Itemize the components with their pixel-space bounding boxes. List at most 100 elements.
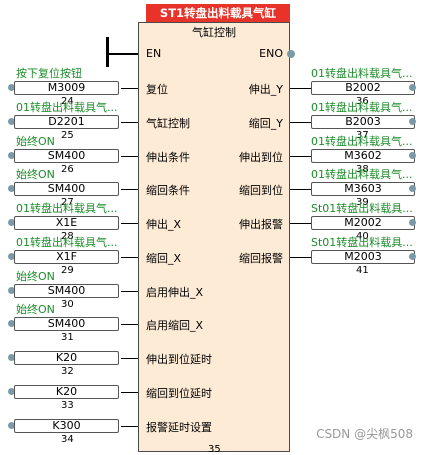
output-connector[interactable] xyxy=(409,84,416,91)
en-wire xyxy=(108,53,138,55)
input-pin-label: 缩回到位延时 xyxy=(146,387,212,400)
input-wire xyxy=(121,392,138,393)
input-index-number: 27 xyxy=(61,197,74,208)
output-connector[interactable] xyxy=(409,253,416,260)
input-value-box[interactable]: X1E xyxy=(14,216,119,230)
input-wire xyxy=(121,358,138,359)
eno-pin-label: ENO xyxy=(259,47,283,60)
watermark: CSDN @尖枫508 xyxy=(316,427,413,441)
input-index-number: 25 xyxy=(61,130,74,141)
input-wire xyxy=(121,257,138,258)
output-value-box[interactable]: M3602 xyxy=(311,149,415,163)
block-title: ST1转盘出料载具气缸 xyxy=(146,4,290,22)
output-index-number: 39 xyxy=(356,197,369,208)
output-connector[interactable] xyxy=(409,185,416,192)
input-connector[interactable] xyxy=(8,84,15,91)
input-wire xyxy=(121,324,138,325)
output-value-box[interactable]: B2003 xyxy=(311,115,415,129)
input-comment: 始终ON xyxy=(16,168,55,181)
input-pin-label: 伸出条件 xyxy=(146,151,190,164)
en-pin-label: EN xyxy=(146,47,162,60)
input-connector[interactable] xyxy=(8,185,15,192)
input-pin-label: 缩回条件 xyxy=(146,184,190,197)
input-value-box[interactable]: SM400 xyxy=(14,284,119,298)
output-comment: 01转盘出料载具气... xyxy=(311,101,413,114)
output-index-number: 40 xyxy=(356,231,369,242)
output-comment: 01转盘出料载具气... xyxy=(311,168,413,181)
input-pin-label: 气缸控制 xyxy=(146,117,190,130)
input-comment: 始终ON xyxy=(16,303,55,316)
input-connector[interactable] xyxy=(8,287,15,294)
input-pin-label: 缩回_X xyxy=(146,252,182,265)
input-index-number: 33 xyxy=(61,400,74,411)
output-index-number: 38 xyxy=(356,164,369,175)
output-wire xyxy=(290,223,312,224)
input-value-box[interactable]: SM400 xyxy=(14,317,119,331)
input-value-box[interactable]: D2201 xyxy=(14,115,119,129)
eno-connector[interactable] xyxy=(287,50,295,58)
input-value-box[interactable]: X1F xyxy=(14,250,119,264)
input-value-box[interactable]: SM400 xyxy=(14,182,119,196)
input-connector[interactable] xyxy=(8,320,15,327)
output-index-number: 41 xyxy=(356,265,369,276)
output-comment: 01转盘出料载具气... xyxy=(311,135,413,148)
input-wire xyxy=(121,223,138,224)
input-pin-label: 报警延时设置 xyxy=(146,421,212,434)
input-wire xyxy=(121,122,138,123)
input-comment: 始终ON xyxy=(16,135,55,148)
input-wire xyxy=(121,426,138,427)
input-connector[interactable] xyxy=(8,253,15,260)
input-wire xyxy=(121,156,138,157)
input-value-box[interactable]: M3009 xyxy=(14,81,119,95)
input-index-number: 26 xyxy=(61,164,74,175)
output-connector[interactable] xyxy=(409,118,416,125)
input-value-box[interactable]: SM400 xyxy=(14,149,119,163)
output-pin-label: 缩回报警 xyxy=(239,252,283,265)
input-comment: 01转盘出料载具气... xyxy=(16,101,118,114)
output-wire xyxy=(290,257,312,258)
input-pin-label: 伸出到位延时 xyxy=(146,353,212,366)
input-index-number: 31 xyxy=(61,332,74,343)
input-pin-label: 启用缩回_X xyxy=(146,319,204,332)
output-wire xyxy=(290,156,312,157)
input-index-number: 29 xyxy=(61,265,74,276)
input-connector[interactable] xyxy=(8,219,15,226)
input-index-number: 30 xyxy=(61,299,74,310)
input-comment: 01转盘出料载具气... xyxy=(16,236,118,249)
input-connector[interactable] xyxy=(8,152,15,159)
output-value-box[interactable]: M2003 xyxy=(311,250,415,264)
input-comment: 始终ON xyxy=(16,270,55,283)
function-block[interactable] xyxy=(138,22,290,452)
input-value-box[interactable]: K300 xyxy=(14,419,119,433)
input-value-box[interactable]: K20 xyxy=(14,385,119,399)
input-comment: 01转盘出料载具气... xyxy=(16,202,118,215)
output-pin-label: 缩回到位 xyxy=(239,184,283,197)
input-pin-label: 启用伸出_X xyxy=(146,286,204,299)
input-value-box[interactable]: K20 xyxy=(14,351,119,365)
input-index-number: 28 xyxy=(61,231,74,242)
input-comment: 按下复位按钮 xyxy=(16,67,82,80)
power-rail xyxy=(106,37,109,67)
output-index-number: 36 xyxy=(356,96,369,107)
output-comment: 01转盘出料载具气... xyxy=(311,67,413,80)
output-wire xyxy=(290,189,312,190)
output-connector[interactable] xyxy=(409,152,416,159)
input-pin-label: 复位 xyxy=(146,83,168,96)
output-value-box[interactable]: B2002 xyxy=(311,81,415,95)
output-pin-label: 缩回_Y xyxy=(248,117,283,130)
input-connector[interactable] xyxy=(8,422,15,429)
output-index-number: 37 xyxy=(356,130,369,141)
output-pin-label: 伸出报警 xyxy=(239,218,283,231)
input-connector[interactable] xyxy=(8,388,15,395)
input-pin-label: 伸出_X xyxy=(146,218,182,231)
input-wire xyxy=(121,291,138,292)
input-connector[interactable] xyxy=(8,118,15,125)
output-connector[interactable] xyxy=(409,219,416,226)
output-comment: St01转盘出料载具... xyxy=(311,202,413,215)
output-value-box[interactable]: M2002 xyxy=(311,216,415,230)
output-value-box[interactable]: M3603 xyxy=(311,182,415,196)
block-subtitle: 气缸控制 xyxy=(192,26,236,39)
output-wire xyxy=(290,122,312,123)
input-index-number: 32 xyxy=(61,366,74,377)
input-connector[interactable] xyxy=(8,354,15,361)
